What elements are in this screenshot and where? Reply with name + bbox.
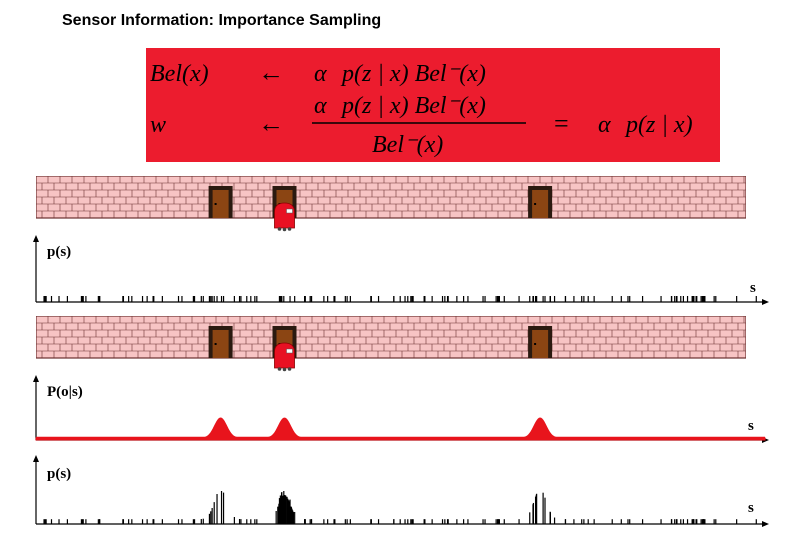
formula-denominator: Bel⁻(x) — [372, 132, 443, 158]
formula-alpha-1: α — [314, 61, 327, 87]
door-icon — [528, 186, 553, 218]
robot-icon — [274, 342, 295, 372]
prior-panel: p(s) s — [30, 232, 770, 311]
formula-arrow-1: ← — [258, 58, 284, 87]
formula-rhs-1: p(z | x) Bel⁻(x) — [340, 61, 486, 87]
observation-likelihood-curve — [35, 417, 766, 441]
formula-alpha-2: α — [314, 93, 327, 119]
posterior-xlabel: s — [748, 500, 754, 516]
posterior-x-arrow — [762, 521, 769, 527]
observation-panel: P(o|s) s — [30, 372, 770, 451]
brick-wall-bottom — [35, 315, 747, 379]
prior-x-arrow — [762, 299, 769, 305]
observation-xlabel: s — [748, 418, 754, 434]
prior-ylabel: p(s) — [47, 244, 71, 260]
wall-top-mortar — [35, 176, 746, 218]
door-icon — [208, 186, 233, 218]
posterior-panel: p(s) s — [30, 452, 770, 535]
formula-numerator: p(z | x) Bel⁻(x) — [340, 93, 486, 119]
prior-xlabel: s — [750, 280, 756, 296]
formula-weight: w — [150, 112, 166, 138]
wall-bottom-mortar — [35, 316, 746, 358]
formula-equals: = — [554, 109, 569, 138]
formula-box: Bel(x) ← α p(z | x) Bel⁻(x) w ← α p(z | … — [146, 48, 720, 162]
observation-y-arrow — [33, 375, 39, 382]
prior-y-arrow — [33, 235, 39, 242]
door-icon — [528, 326, 553, 358]
robot-icon — [274, 202, 295, 232]
slide-title: Sensor Information: Importance Sampling — [62, 12, 382, 29]
brick-wall-top — [35, 175, 747, 239]
formula-arrow-2: ← — [258, 109, 284, 138]
formula-alpha-3: α — [598, 112, 611, 138]
formula-bel-lhs: Bel(x) — [150, 61, 209, 87]
door-icon — [208, 326, 233, 358]
formula-result: p(z | x) — [624, 112, 693, 138]
posterior-ylabel: p(s) — [47, 466, 71, 482]
observation-ylabel: P(o|s) — [47, 384, 83, 400]
posterior-y-arrow — [33, 455, 39, 462]
